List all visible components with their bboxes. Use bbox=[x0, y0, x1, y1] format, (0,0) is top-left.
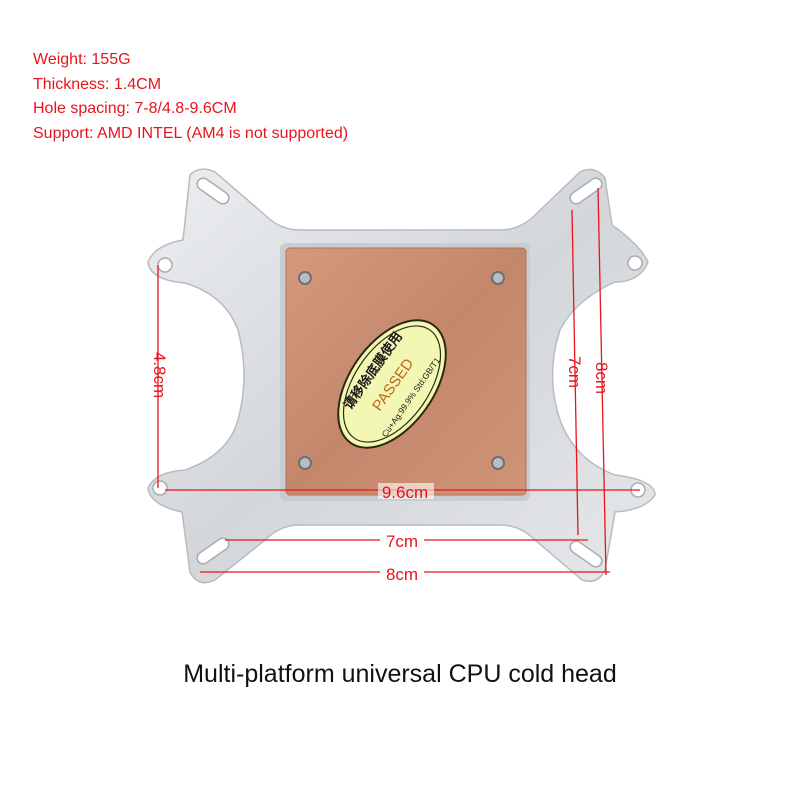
product-caption: Multi-platform universal CPU cold head bbox=[183, 660, 617, 688]
screw-icon bbox=[298, 456, 312, 470]
mount-hole bbox=[152, 480, 168, 496]
mount-slot bbox=[569, 540, 603, 568]
dim-label-4.8: 4.8cm bbox=[150, 352, 169, 398]
mount-slot bbox=[196, 177, 230, 205]
mount-slot bbox=[196, 537, 230, 565]
dim-label-9.6: 9.6cm bbox=[382, 483, 428, 502]
dim-label-7-vertical: 7cm bbox=[565, 356, 584, 388]
screw-icon bbox=[298, 271, 312, 285]
dim-line-7-vertical bbox=[571, 209, 579, 536]
mount-hole bbox=[627, 255, 643, 271]
mount-hole bbox=[157, 257, 173, 273]
screw-icon bbox=[491, 271, 505, 285]
dim-label-8-horizontal: 8cm bbox=[386, 565, 418, 584]
mount-slot bbox=[569, 177, 603, 205]
dim-label-7-horizontal: 7cm bbox=[386, 532, 418, 551]
spec-hole-spacing: Hole spacing: 7-8/4.8-9.6CM bbox=[33, 100, 237, 117]
spec-support: Support: AMD INTEL (AM4 is not supported… bbox=[33, 124, 349, 142]
spec-weight: Weight: 155G bbox=[33, 51, 131, 68]
dim-label-8-vertical: 8cm bbox=[592, 362, 611, 394]
spec-list: Weight: 155G Thickness: 1.4CM Hole spaci… bbox=[33, 48, 348, 146]
spec-thickness: Thickness: 1.4CM bbox=[33, 75, 162, 93]
screw-icon bbox=[491, 456, 505, 470]
dim-line-8-vertical bbox=[597, 187, 607, 576]
